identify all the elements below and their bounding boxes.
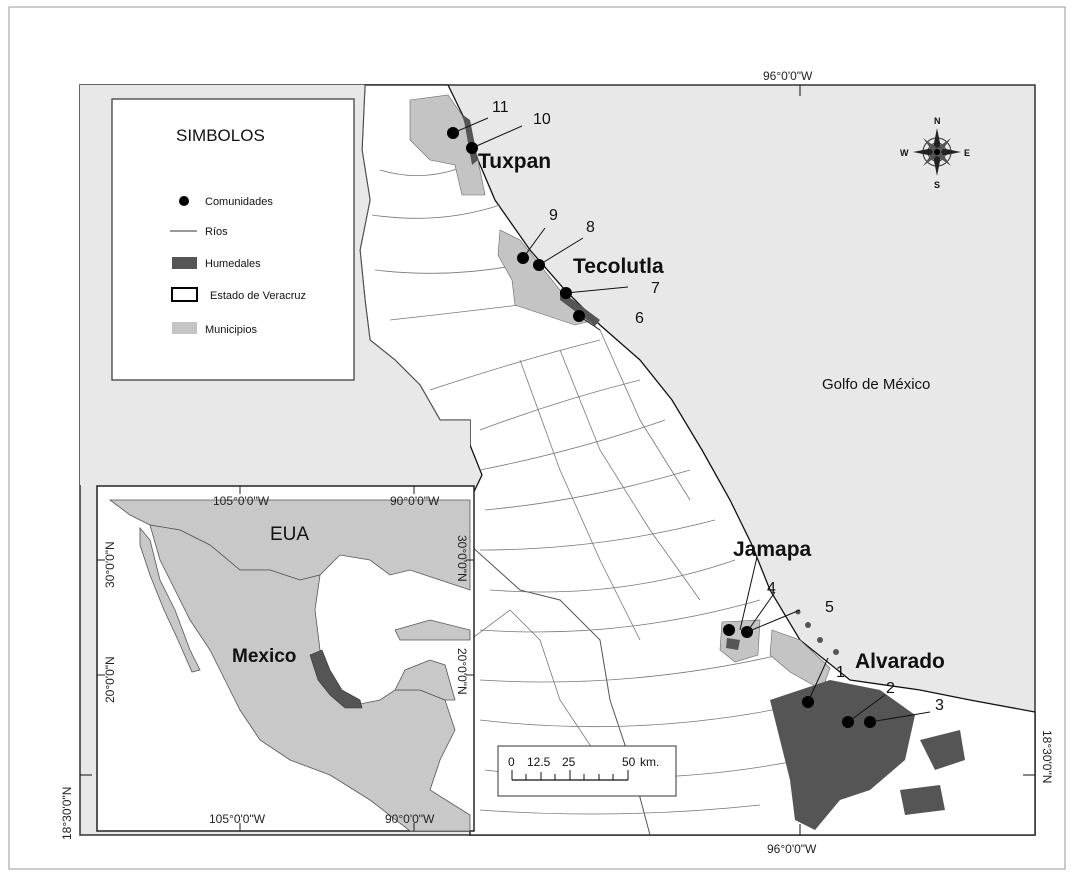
state-boundary bbox=[359, 84, 470, 421]
legend-box bbox=[111, 98, 355, 381]
site-number: 2 bbox=[886, 680, 895, 697]
inset-baja bbox=[139, 526, 201, 673]
sea-label: Golfo de México bbox=[822, 376, 930, 393]
compass-n: N bbox=[934, 116, 941, 126]
site-number: 9 bbox=[549, 207, 558, 224]
inset-label-usa: EUA bbox=[270, 524, 309, 545]
legend-item-label: Comunidades bbox=[205, 196, 273, 208]
humedal-east-2 bbox=[900, 785, 945, 815]
river bbox=[429, 339, 601, 391]
municipio-tuxpan bbox=[409, 94, 486, 196]
legend-title: SIMBOLOS bbox=[176, 126, 265, 145]
river bbox=[484, 469, 691, 511]
inset-lat-right-2: 20°0'0"N bbox=[455, 648, 469, 695]
compass-e: E bbox=[964, 148, 970, 158]
site-number: 6 bbox=[635, 310, 644, 327]
inset-label-mexico: Mexico bbox=[232, 646, 296, 667]
site-number: 7 bbox=[651, 280, 660, 297]
compass-w: W bbox=[900, 148, 909, 158]
inset-lat-left-1: 30°0'0"N bbox=[103, 541, 117, 588]
inset-lat-left-2: 20°0'0"N bbox=[103, 656, 117, 703]
legend: SIMBOLOS Comunidades Ríos Humedales Esta… bbox=[111, 98, 355, 381]
scalebar-unit: km. bbox=[640, 755, 659, 769]
site-number: 10 bbox=[533, 111, 551, 128]
town-label-jamapa: Jamapa bbox=[733, 538, 812, 561]
rivers bbox=[371, 159, 821, 815]
site-number: 3 bbox=[935, 697, 944, 714]
town-label-alvarado: Alvarado bbox=[855, 650, 945, 673]
coord-left: 18°30'0"N bbox=[60, 787, 74, 840]
site-number: 8 bbox=[586, 219, 595, 236]
inset-lat-right-1: 30°0'0"N bbox=[455, 535, 469, 582]
legend-municipio-icon bbox=[172, 322, 197, 334]
legend-item-label: Ríos bbox=[205, 226, 228, 238]
scalebar-box bbox=[497, 745, 677, 797]
inset-mexico bbox=[149, 524, 471, 832]
inset-lon-bottom-1: 105°0'0"W bbox=[209, 812, 266, 826]
river bbox=[489, 559, 736, 593]
inset-cuba bbox=[394, 619, 471, 641]
scalebar-tick: 25 bbox=[562, 755, 576, 769]
river bbox=[519, 359, 641, 641]
site-number-labels: 1 2 3 4 5 6 7 8 9 10 11 bbox=[492, 99, 944, 714]
river bbox=[479, 804, 761, 815]
inset-veracruz bbox=[309, 649, 363, 709]
inset-map: 105°0'0"W 90°0'0"W 105°0'0"W 90°0'0"W 30… bbox=[96, 485, 475, 832]
humedal-tecolutla bbox=[560, 290, 600, 326]
inset-lon-top-1: 105°0'0"W bbox=[213, 494, 270, 508]
river bbox=[479, 519, 716, 551]
coord-top: 96°0'0"W bbox=[763, 69, 813, 83]
leader-lines bbox=[452, 117, 931, 723]
legend-item-label: Municipios bbox=[205, 324, 257, 336]
community-4 bbox=[723, 624, 735, 636]
site-number: 5 bbox=[825, 599, 834, 616]
river bbox=[371, 204, 501, 219]
legend-state-icon bbox=[171, 287, 198, 302]
inset-lon-bottom-2: 90°0'0"W bbox=[385, 812, 435, 826]
legend-community-icon bbox=[179, 196, 189, 206]
town-label-tecolutla: Tecolutla bbox=[573, 255, 664, 278]
humedal-east bbox=[920, 730, 965, 770]
scalebar-tick: 0 bbox=[508, 755, 515, 769]
site-number: 1 bbox=[836, 664, 845, 681]
site-number: 11 bbox=[492, 99, 509, 116]
humedales bbox=[463, 115, 965, 830]
scalebar-tick: 50 bbox=[622, 755, 636, 769]
river bbox=[479, 649, 801, 683]
inset-ticks bbox=[97, 486, 474, 831]
humedal-jamapa bbox=[726, 638, 740, 650]
scalebar: 0 12.5 25 50 km. bbox=[497, 745, 677, 797]
river bbox=[559, 349, 701, 601]
legend-item-label: Estado de Veracruz bbox=[210, 290, 306, 302]
humedal-alvarado bbox=[770, 680, 915, 830]
coord-bottom: 96°0'0"W bbox=[767, 842, 817, 856]
site-number: 4 bbox=[767, 580, 776, 597]
inset-yucatan bbox=[394, 659, 456, 701]
coord-right: 18°30'0"N bbox=[1040, 730, 1054, 783]
town-label-tuxpan: Tuxpan bbox=[478, 150, 551, 173]
compass-rose-icon: N S E W bbox=[900, 116, 970, 190]
inset-lon-top-2: 90°0'0"W bbox=[390, 494, 440, 508]
legend-item-label: Humedales bbox=[205, 258, 261, 270]
compass-s: S bbox=[934, 180, 940, 190]
river bbox=[479, 379, 641, 431]
river bbox=[479, 599, 761, 633]
scalebar-tick: 12.5 bbox=[527, 755, 551, 769]
state-boundary-3 bbox=[469, 609, 601, 761]
legend-wetland-icon bbox=[172, 257, 197, 269]
river bbox=[599, 329, 691, 501]
